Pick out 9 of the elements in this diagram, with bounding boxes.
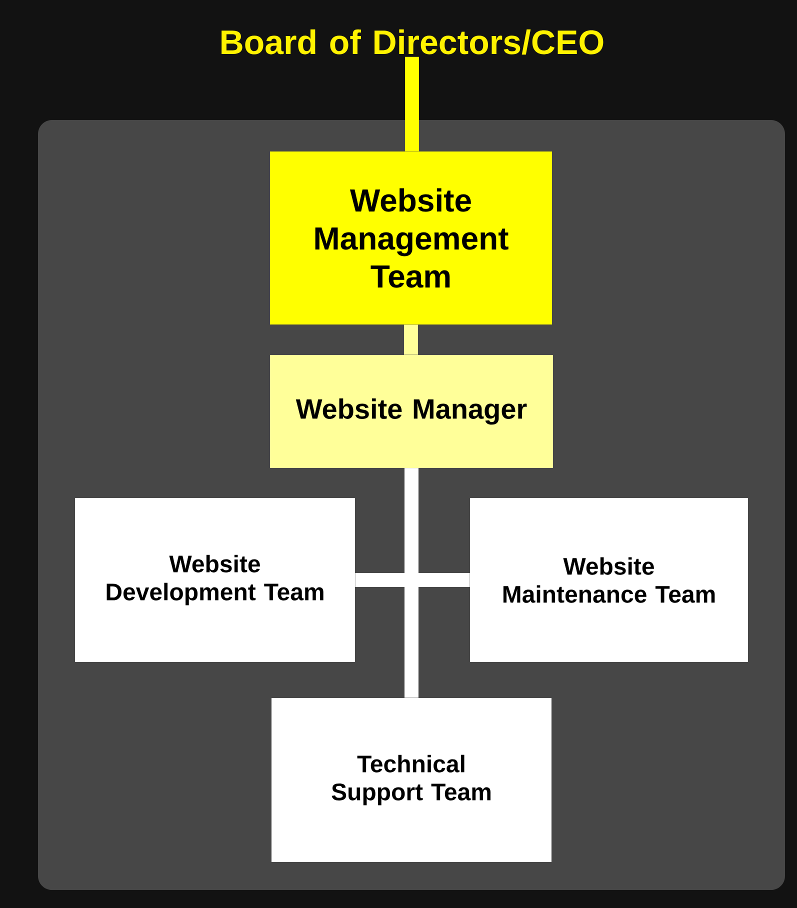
team-box: Website Management Team bbox=[270, 152, 552, 324]
connector-line bbox=[404, 324, 418, 355]
team-box: Technical Support Team bbox=[272, 698, 552, 862]
team-box: Website Maintenance Team bbox=[470, 498, 748, 662]
manager-box: Website Manager bbox=[270, 355, 553, 468]
team-box: Website Development Team bbox=[75, 498, 355, 662]
connector-line bbox=[405, 56, 419, 152]
connector-line bbox=[404, 468, 418, 698]
title-text: Board of Directors/CEO bbox=[222, 29, 604, 55]
